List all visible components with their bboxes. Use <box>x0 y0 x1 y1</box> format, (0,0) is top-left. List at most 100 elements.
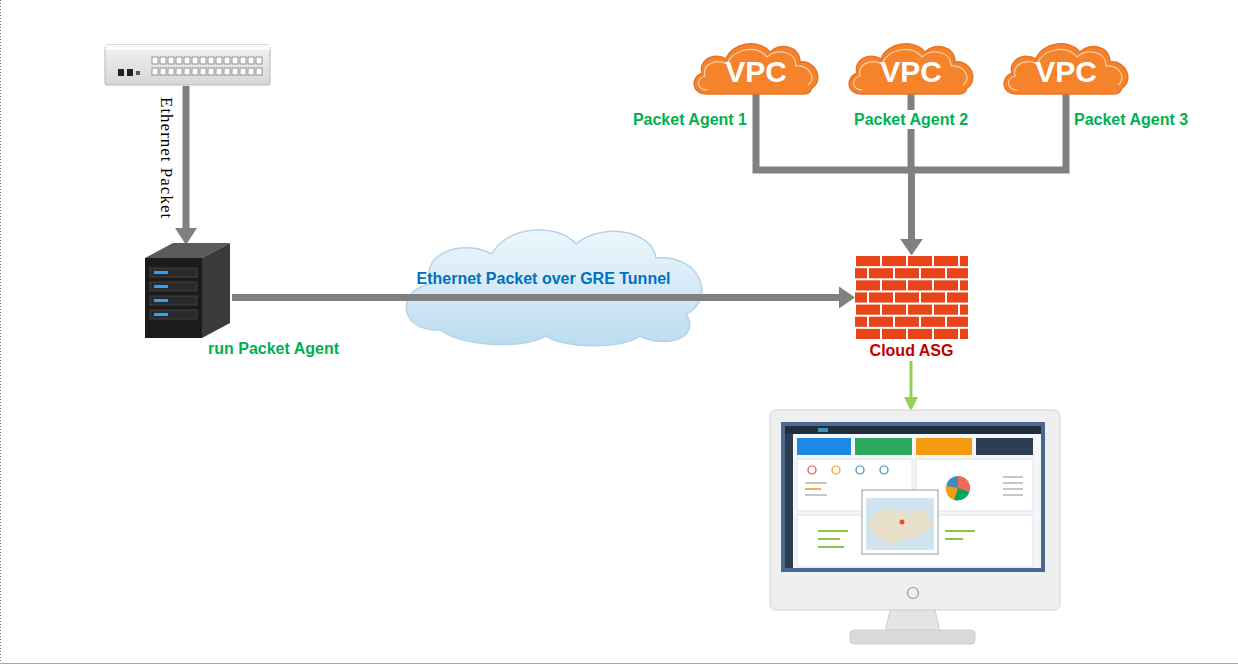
switch-ports <box>168 68 174 75</box>
switch-ports <box>176 57 182 64</box>
brick <box>882 256 906 266</box>
monitor-illustration <box>908 588 919 599</box>
green-arrow <box>910 361 913 398</box>
connector-group <box>232 287 855 309</box>
brick <box>934 329 958 339</box>
wire-label: Ethernet Packet <box>156 97 176 219</box>
brick <box>856 280 880 290</box>
monitor-illustration <box>856 466 864 474</box>
brick <box>869 292 893 302</box>
monitor-illustration <box>785 426 1041 434</box>
network-switch <box>105 45 270 85</box>
brick <box>869 268 893 278</box>
monitor-illustration <box>805 482 827 484</box>
switch-ports <box>224 68 230 75</box>
monitor-illustration <box>785 426 1041 568</box>
brick <box>921 292 945 302</box>
switch-ports <box>256 57 262 64</box>
cloud-title: VPC <box>1035 47 1097 87</box>
brick <box>934 256 958 266</box>
drive-light <box>154 285 168 288</box>
cloud-title: VPC <box>880 47 942 87</box>
brick <box>855 317 867 327</box>
switch-ports <box>152 57 262 75</box>
monitor-illustration <box>900 520 905 525</box>
server-front <box>145 258 202 338</box>
agent-label: Packet Agent 1 <box>630 110 750 129</box>
network-switch <box>118 69 124 76</box>
server-side <box>202 243 230 338</box>
monitor-illustration <box>1003 494 1023 496</box>
monitor-illustration <box>818 538 840 540</box>
monitor-illustration <box>866 498 934 550</box>
drive-light <box>154 271 168 274</box>
monitor-illustration <box>976 438 1033 455</box>
switch-ports <box>216 57 222 64</box>
edge-label: Ethernet Packet over GRE Tunnel <box>417 269 671 288</box>
switch-arrow <box>175 228 197 245</box>
switch-arrow <box>175 86 197 245</box>
monitor-illustration <box>945 538 963 540</box>
firewall-label: Cloud ASG <box>870 341 954 360</box>
drive-light <box>154 299 168 302</box>
brick <box>908 256 932 266</box>
monitor-illustration <box>805 494 827 496</box>
monitor-illustration <box>862 490 938 554</box>
green-arrow <box>904 361 918 411</box>
network-switch <box>127 69 133 76</box>
brick <box>908 329 932 339</box>
vpc-cloud: VPCPacket Agent 3 <box>1000 38 1132 95</box>
cloud-outline <box>1004 44 1128 94</box>
brick <box>960 329 968 339</box>
switch-ports <box>232 57 238 64</box>
server-shape <box>140 240 232 340</box>
monitor-illustration <box>818 546 844 548</box>
switch-ports <box>256 68 262 75</box>
cloud-outline <box>694 44 818 94</box>
brick <box>947 317 968 327</box>
brick <box>895 268 919 278</box>
internet-cloud <box>406 230 702 346</box>
network-switch <box>105 45 270 50</box>
switch-ports <box>248 68 254 75</box>
monitor-illustration <box>770 410 1060 610</box>
switch-ports <box>168 57 174 64</box>
brick <box>895 292 919 302</box>
brick <box>895 317 919 327</box>
monitor-illustration <box>818 530 848 532</box>
monitor-illustration <box>808 466 816 474</box>
brick <box>960 280 968 290</box>
switch-arrow <box>183 86 190 229</box>
agent-label: Packet Agent 2 <box>851 110 971 129</box>
drive-bay <box>150 282 197 291</box>
switch-ports <box>232 68 238 75</box>
brick <box>882 280 906 290</box>
network-switch <box>105 45 270 85</box>
firewall-node: Cloud ASG <box>855 255 968 340</box>
arrowhead <box>901 239 923 255</box>
monitor-illustration <box>1003 476 1023 478</box>
switch-ports <box>240 68 246 75</box>
monitor-illustration <box>945 530 975 532</box>
brick <box>856 256 880 266</box>
monitor-illustration <box>946 486 958 500</box>
monitor-illustration <box>870 509 932 545</box>
monitor-illustration <box>818 428 828 432</box>
page-border <box>0 0 1 663</box>
monitor-illustration <box>797 438 851 455</box>
switch-ports <box>160 68 166 75</box>
drive-bay <box>150 296 197 305</box>
switch-ports <box>176 68 182 75</box>
brick <box>856 329 880 339</box>
monitor-illustration <box>1003 482 1023 484</box>
vpc-cloud: VPCPacket Agent 1 <box>690 38 822 95</box>
drive-light <box>154 313 168 316</box>
connector <box>232 294 839 301</box>
switch-ports <box>152 68 158 75</box>
brick <box>855 268 867 278</box>
monitor-illustration <box>770 410 1060 644</box>
brick <box>908 305 932 315</box>
arrowhead <box>901 239 923 255</box>
